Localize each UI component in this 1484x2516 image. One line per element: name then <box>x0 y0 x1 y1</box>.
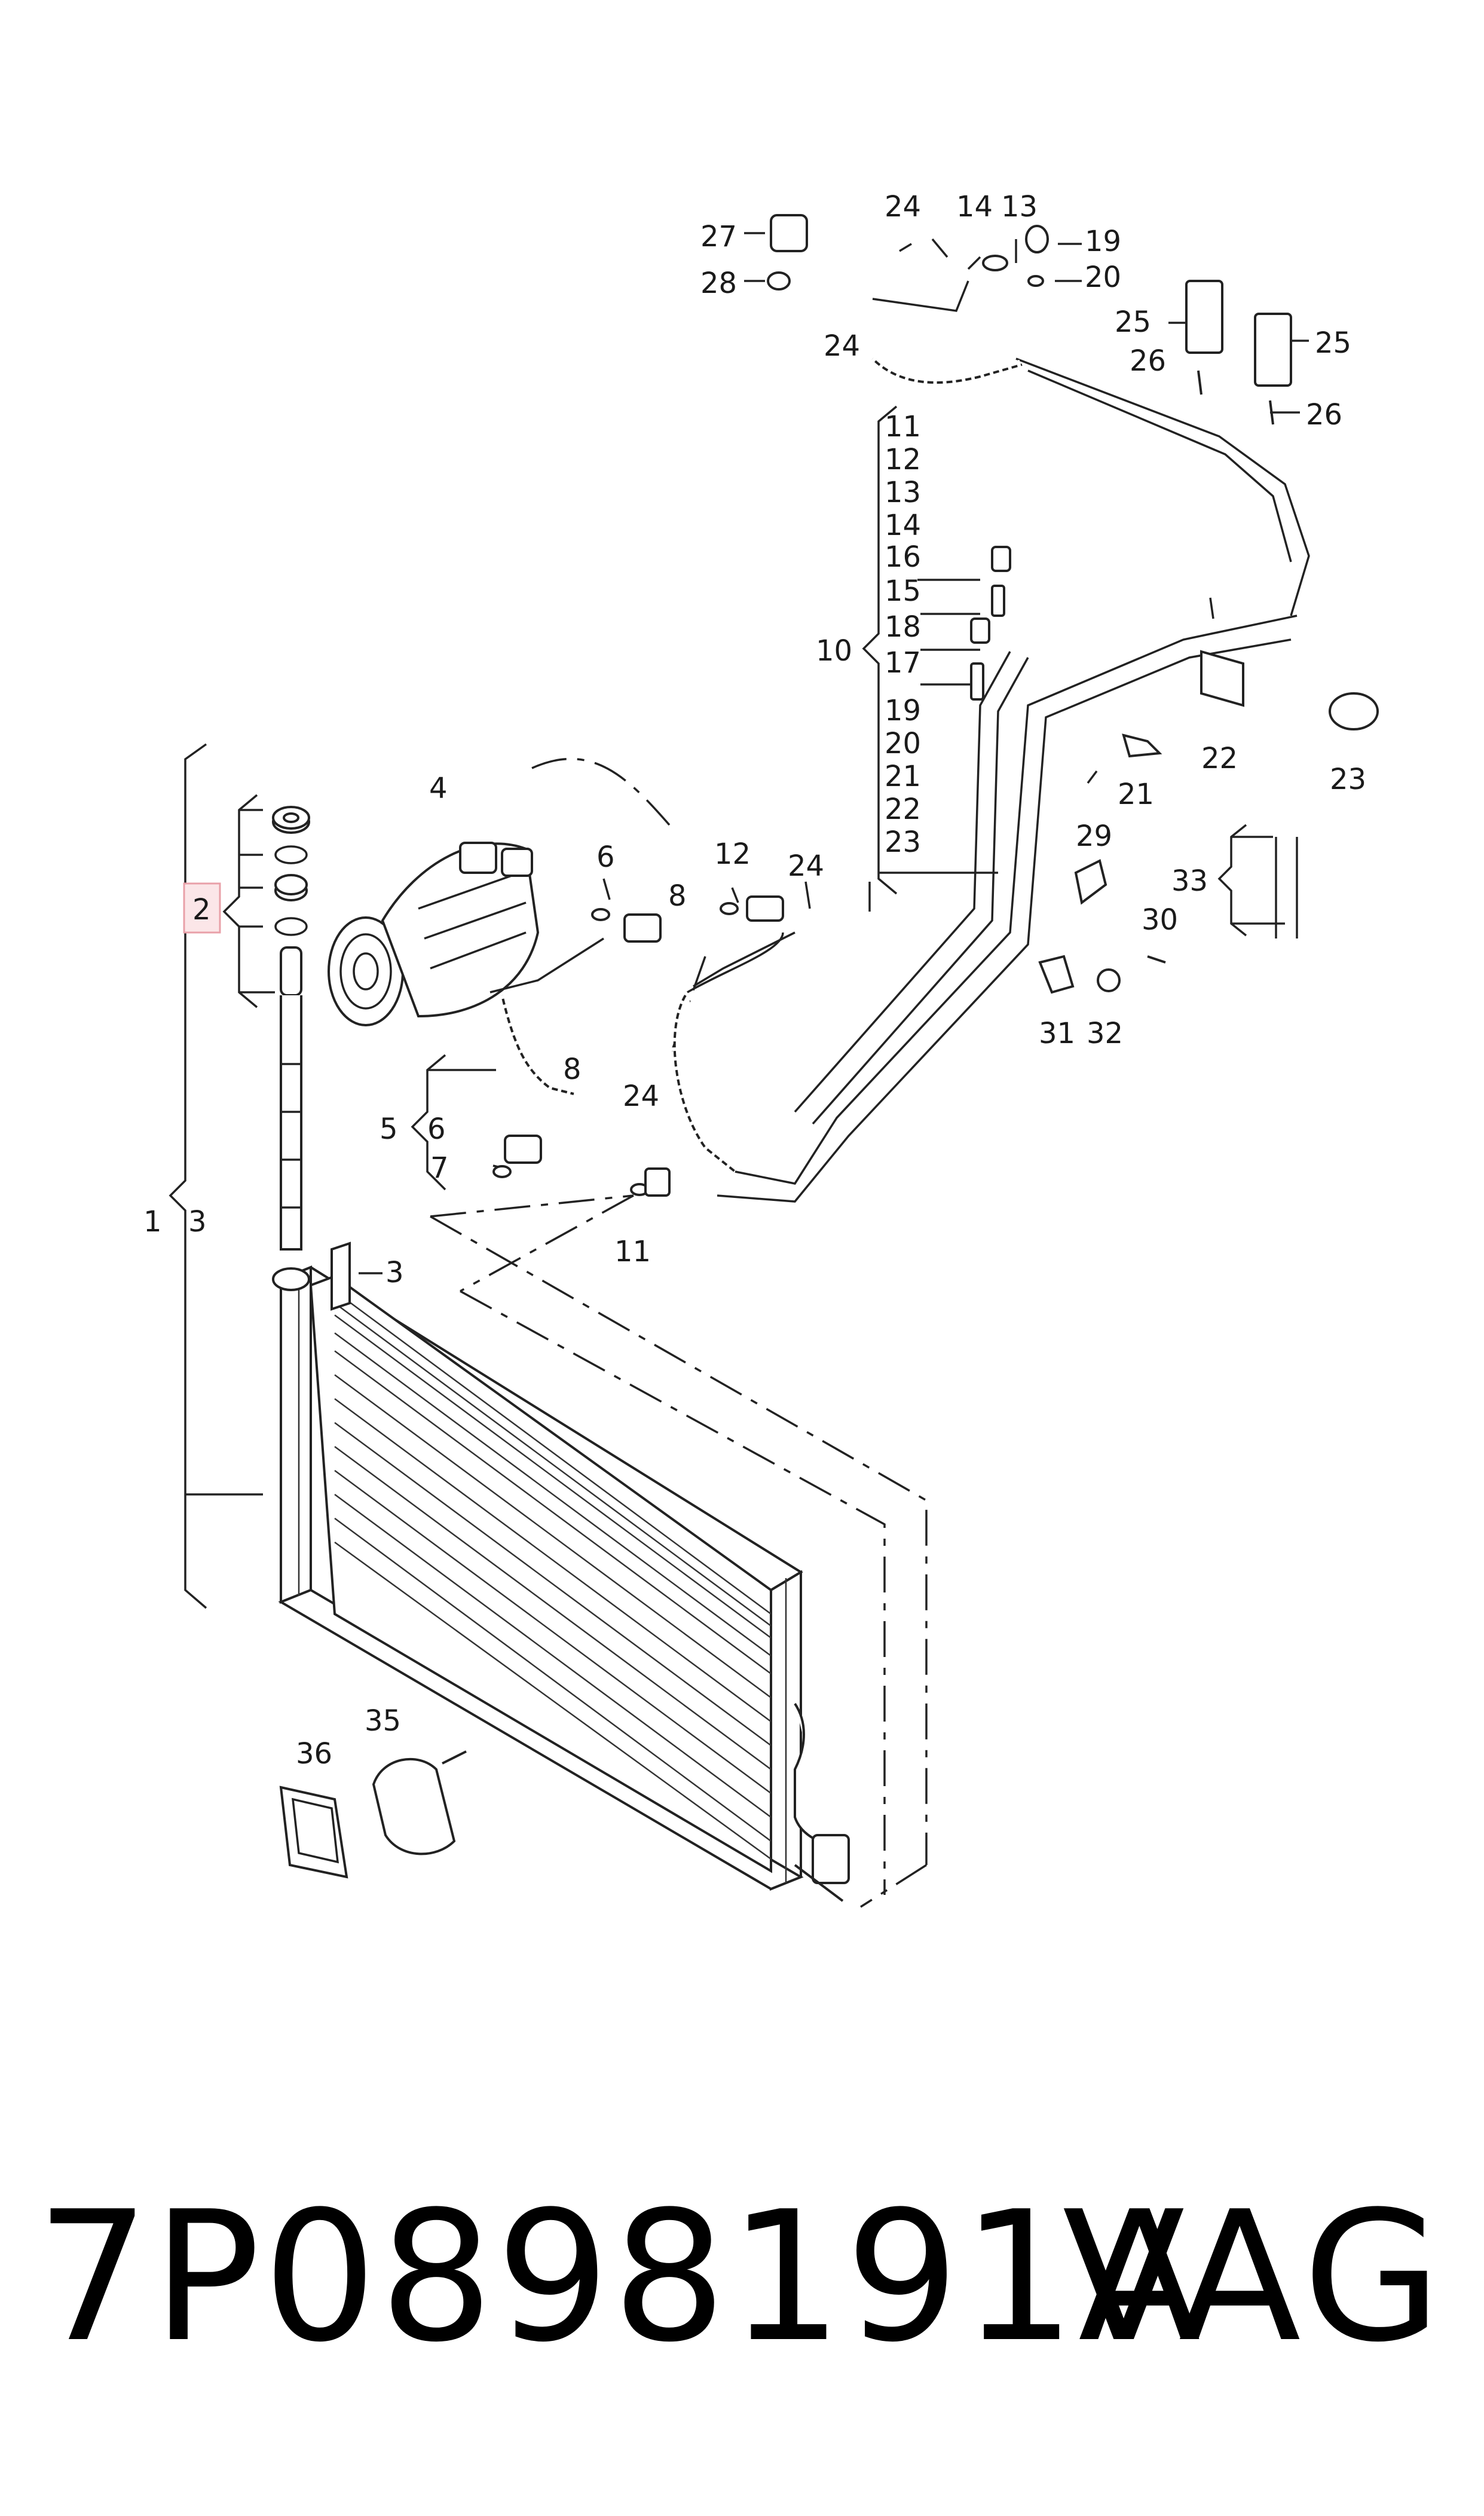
callout-26: 26 <box>1130 344 1166 378</box>
callout-13: 13 <box>885 476 921 509</box>
callout-1: 1 <box>143 1205 162 1239</box>
callout-2-highlight <box>183 882 221 934</box>
callout-33: 33 <box>1171 864 1208 898</box>
hoses <box>489 280 1310 1203</box>
callout-8: 8 <box>668 879 687 913</box>
callout-20: 20 <box>885 727 921 760</box>
callout-31: 31 <box>1039 1017 1075 1050</box>
callout-10: 10 <box>816 634 852 668</box>
bracket-lines <box>169 232 1309 1609</box>
callout-6: 6 <box>427 1112 446 1146</box>
callout-8: 8 <box>563 1053 582 1086</box>
callout-23: 23 <box>885 826 921 859</box>
callout-4: 4 <box>429 772 448 805</box>
callout-18: 18 <box>885 610 921 644</box>
dryer-cartridge <box>272 806 351 1311</box>
callout-22: 22 <box>1201 742 1238 775</box>
callout-24: 24 <box>824 329 860 363</box>
callout-36: 36 <box>296 1737 332 1771</box>
brand-name: VAG <box>1062 2173 1446 2382</box>
callout-22: 22 <box>885 793 921 826</box>
callout-7: 7 <box>430 1151 449 1185</box>
callout-12: 12 <box>714 837 751 871</box>
callout-16: 16 <box>885 540 921 574</box>
callout-12: 12 <box>885 443 921 476</box>
callout-23: 23 <box>1330 763 1366 796</box>
callout-5: 5 <box>380 1112 398 1146</box>
footer: 7P0898191A VAG <box>36 2176 1446 2379</box>
callout-27: 27 <box>700 220 737 253</box>
callout-11: 11 <box>885 410 921 444</box>
callout-24: 24 <box>885 190 921 224</box>
callout-2: 2 <box>192 893 211 927</box>
callout-21: 21 <box>885 760 921 793</box>
callout-13: 13 <box>1001 190 1038 224</box>
compressor <box>328 842 540 1026</box>
callout-25: 25 <box>1115 305 1151 339</box>
callout-15: 15 <box>885 574 921 608</box>
callout-3: 3 <box>188 1205 207 1239</box>
callout-29: 29 <box>1076 820 1112 853</box>
callout-21: 21 <box>1118 778 1154 811</box>
callout-14: 14 <box>885 509 921 542</box>
callout-labels: 1 3 2 3 4 5 6 6 7 8 8 12 24 24 11 10 11 … <box>143 190 1366 1771</box>
callout-3: 3 <box>385 1256 404 1289</box>
callout-35: 35 <box>365 1704 401 1738</box>
callout-20: 20 <box>1085 261 1121 294</box>
callout-30: 30 <box>1142 903 1178 937</box>
callout-26: 26 <box>1306 398 1342 432</box>
callout-19: 19 <box>1085 225 1121 258</box>
small-parts <box>279 214 1379 1879</box>
callout-24: 24 <box>788 849 824 883</box>
callout-14: 14 <box>956 190 993 224</box>
callout-32: 32 <box>1087 1017 1123 1050</box>
callout-19: 19 <box>885 694 921 727</box>
callout-25: 25 <box>1315 326 1351 360</box>
callout-6: 6 <box>596 840 615 874</box>
condenser <box>278 1265 850 1902</box>
callout-24: 24 <box>623 1080 659 1113</box>
part-number: 7P0898191A <box>36 2173 1204 2382</box>
callout-28: 28 <box>700 267 737 300</box>
callout-17: 17 <box>885 646 921 680</box>
callout-11: 11 <box>614 1235 651 1268</box>
